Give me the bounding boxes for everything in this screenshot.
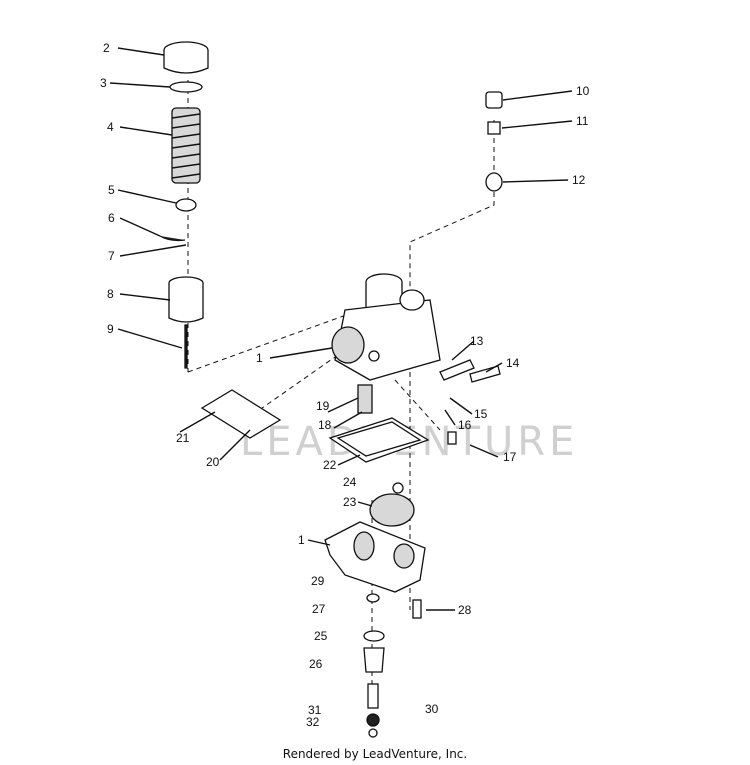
cap-part	[163, 41, 209, 74]
needle-jet-part	[367, 683, 379, 709]
callout-11: 11	[576, 114, 589, 128]
callout-8: 8	[107, 287, 114, 301]
clip-part	[159, 235, 186, 242]
callout-1-top: 1	[256, 351, 263, 365]
callout-12: 12	[572, 173, 586, 187]
callout-25: 25	[314, 629, 328, 643]
callout-27: 27	[312, 602, 326, 616]
callout-2: 2	[103, 41, 110, 55]
ring-part	[169, 81, 203, 93]
float-gasket-part	[328, 417, 430, 463]
callout-28: 28	[458, 603, 472, 617]
callout-10: 10	[576, 84, 590, 98]
footer-credit: Rendered by LeadVenture, Inc.	[282, 747, 468, 761]
pilot-jet-part	[366, 713, 380, 727]
needle-part	[184, 324, 188, 369]
main-jet-part	[363, 647, 385, 673]
callout-22: 22	[323, 458, 337, 472]
callout-26: 26	[309, 657, 323, 671]
carburetor-body	[331, 273, 441, 381]
callout-3: 3	[100, 76, 107, 90]
adjuster-part	[485, 91, 503, 109]
callout-30: 30	[425, 702, 439, 716]
gasket-plate-part	[200, 389, 282, 439]
seat-part	[175, 198, 197, 212]
plunger-part	[485, 172, 503, 192]
callout-5: 5	[108, 183, 115, 197]
float-part	[369, 482, 415, 527]
screw-part	[447, 431, 457, 445]
callout-21: 21	[176, 431, 190, 445]
callout-31: 31	[308, 703, 322, 717]
float-bowl-part	[324, 521, 426, 593]
washer-part	[366, 593, 380, 603]
spring-part	[171, 107, 201, 184]
callout-14: 14	[506, 356, 520, 370]
callout-15: 15	[474, 407, 488, 421]
callout-19: 19	[316, 399, 330, 413]
drain-screw-part	[412, 599, 422, 619]
assembly-lines	[187, 80, 495, 700]
o-ring-part	[363, 630, 385, 642]
locknut-part	[487, 121, 501, 135]
callout-23: 23	[343, 495, 357, 509]
leader-lines	[109, 47, 573, 611]
callout-6: 6	[108, 211, 115, 225]
slide-part	[168, 276, 204, 323]
callout-17: 17	[503, 450, 517, 464]
callout-29: 29	[311, 574, 325, 588]
callout-32: 32	[306, 715, 320, 729]
callout-13: 13	[470, 334, 484, 348]
callout-4: 4	[107, 120, 114, 134]
jet-holder-part	[357, 384, 373, 414]
callout-labels: 2 3 4 5 6 7 8 9 10 11 12 1 13 14 15 16 1…	[100, 41, 590, 729]
callout-1-bottom: 1	[298, 533, 305, 547]
callout-9: 9	[107, 322, 114, 336]
callout-18: 18	[318, 418, 332, 432]
small-washer-part	[368, 728, 378, 738]
callout-16: 16	[458, 418, 472, 432]
callout-7: 7	[108, 249, 115, 263]
air-screw-part	[439, 359, 501, 383]
callout-24: 24	[343, 475, 357, 489]
callout-20: 20	[206, 455, 220, 469]
